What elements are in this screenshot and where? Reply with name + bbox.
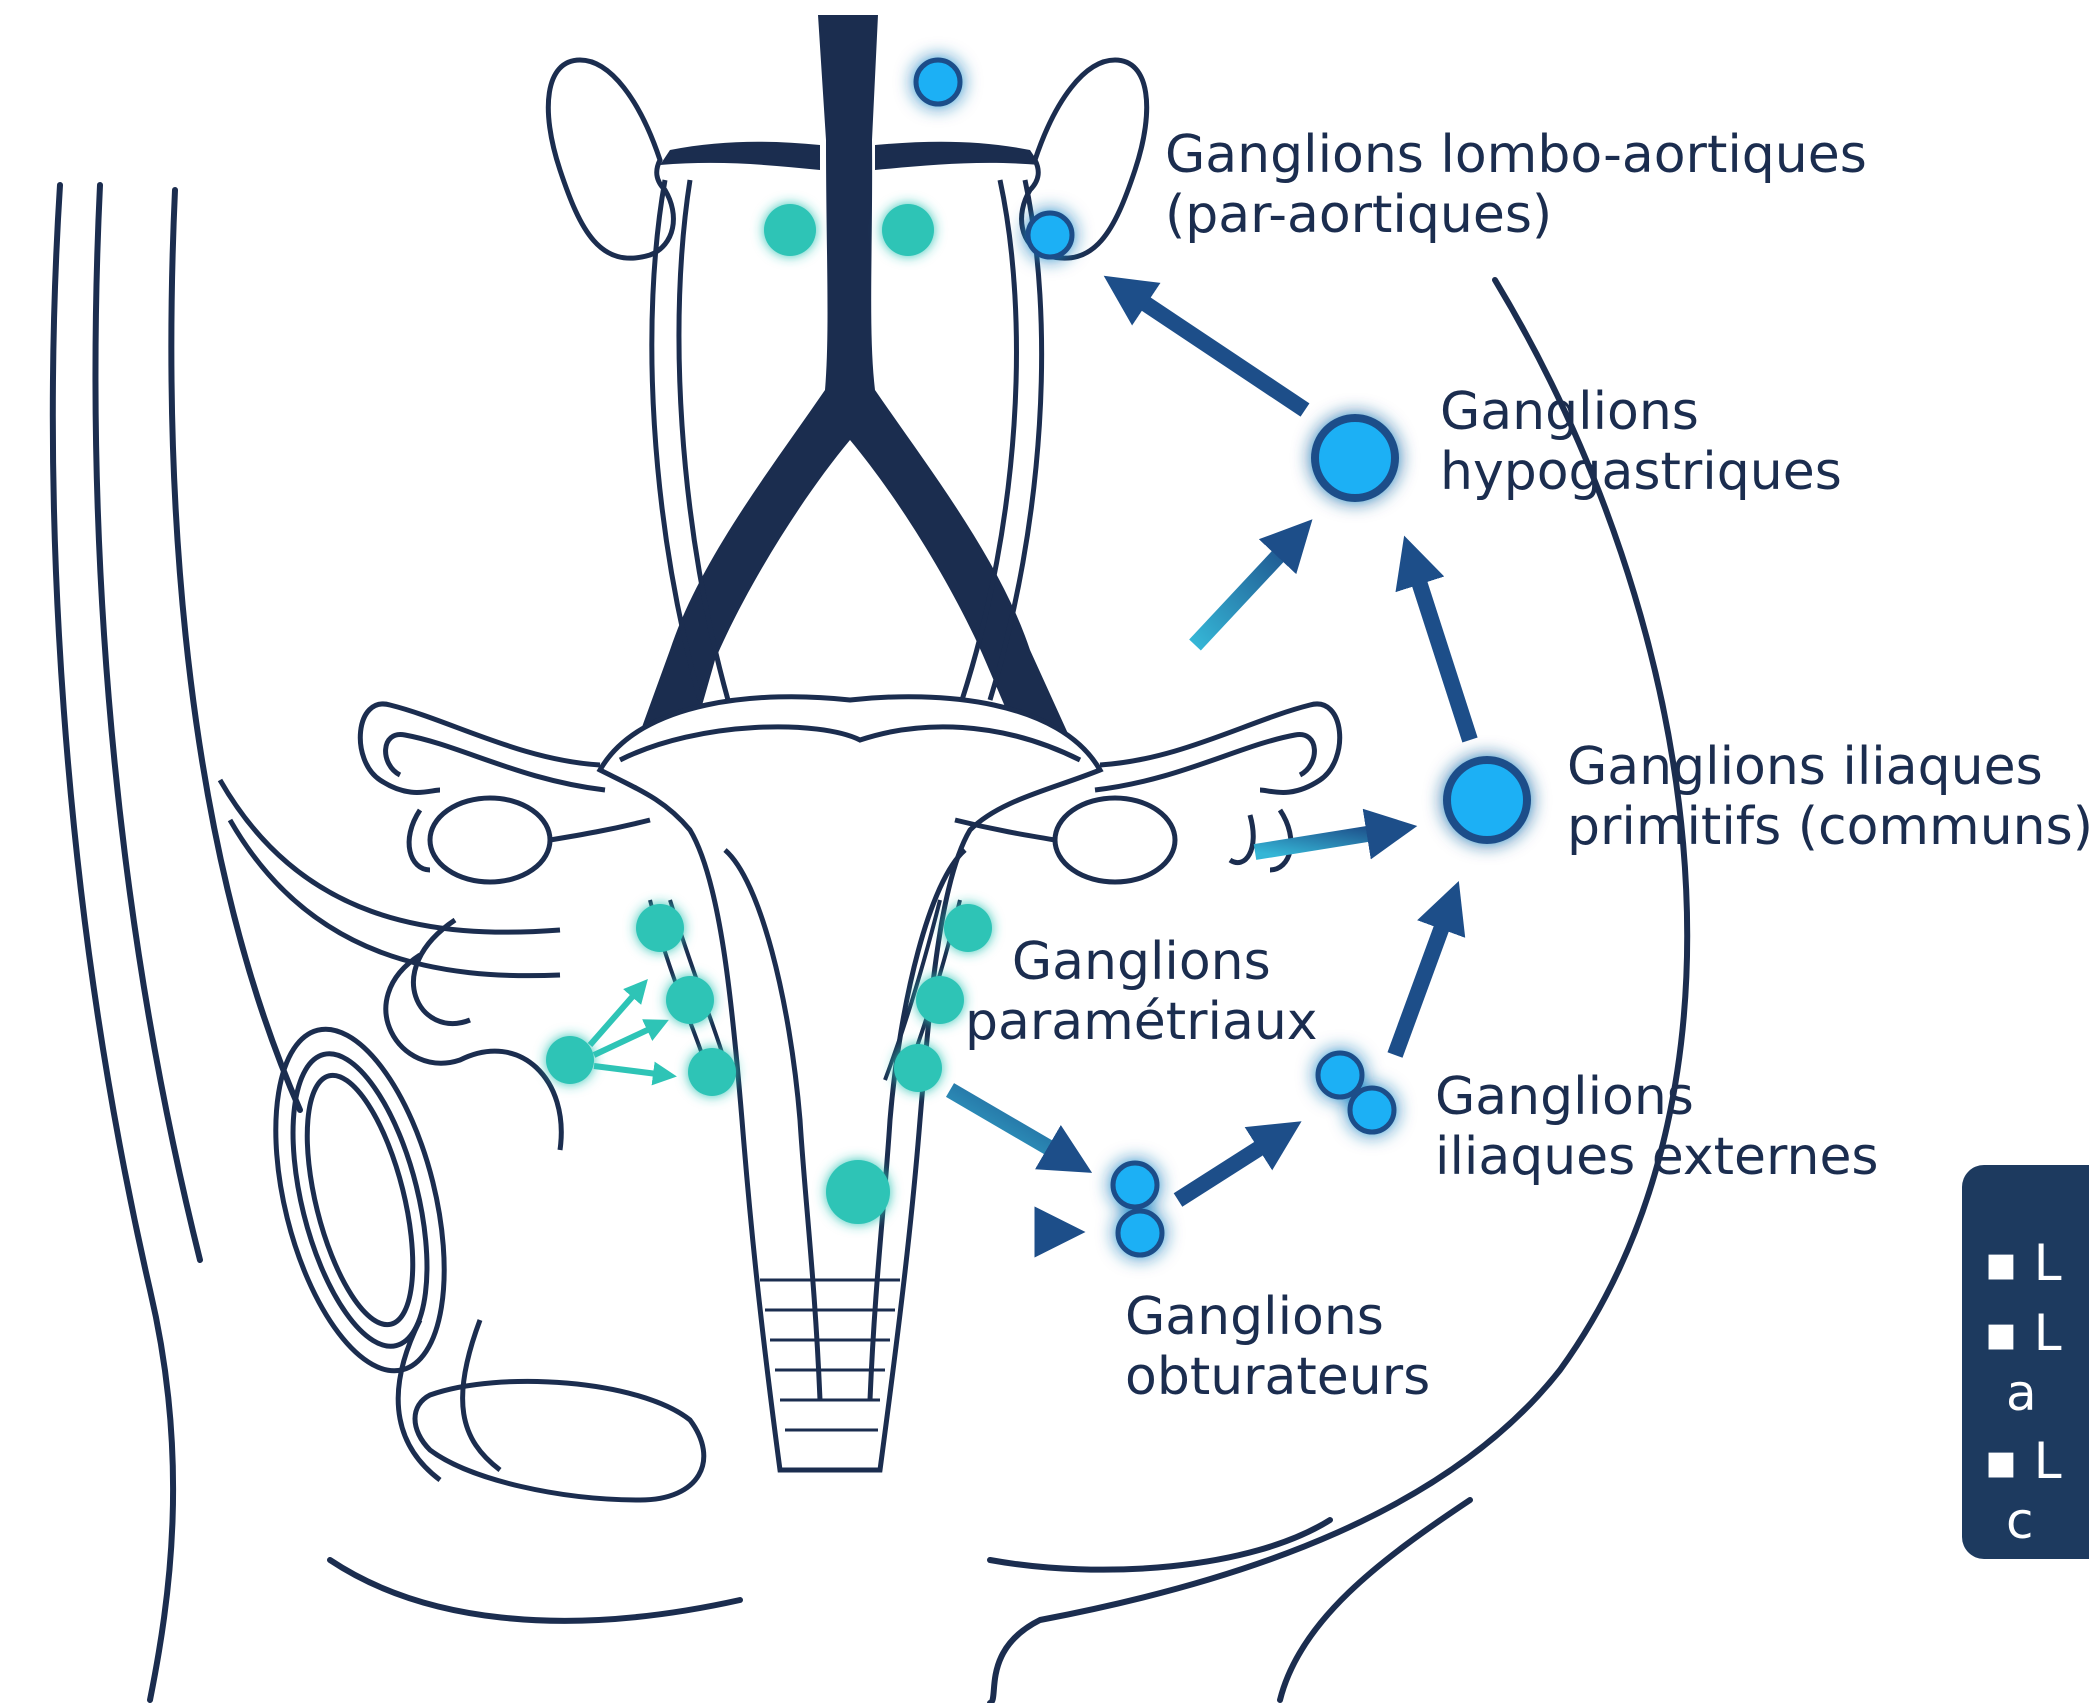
common-iliac-node: [1447, 760, 1527, 840]
info-box: ▪ L ▪ L a ▪ L c: [1962, 1165, 2089, 1559]
label-iliaques-externes-line2: iliaques externes: [1435, 1127, 1879, 1187]
label-obturateurs-line2: obturateurs: [1125, 1347, 1430, 1407]
label-obturateurs-line1: Ganglions: [1125, 1287, 1430, 1347]
parametrial-node-left-1: [636, 904, 684, 952]
arrow-to-lombo-aortic: [1125, 290, 1305, 410]
left-kidney: [548, 60, 673, 258]
hypogastric-node: [1315, 418, 1395, 498]
label-lombo-aortiques-line2: (par-aortiques): [1165, 185, 1867, 245]
info-line-3: a: [2006, 1365, 2037, 1421]
label-parametriaux: Ganglions paramétriaux: [965, 932, 1318, 1052]
label-hypogastriques-line2: hypogastriques: [1440, 442, 1842, 502]
external-iliac-node-2: [1350, 1088, 1394, 1132]
arrow-external-to-iliac: [1395, 905, 1450, 1055]
info-line-5: c: [2006, 1493, 2034, 1549]
aorta: [630, 15, 1080, 765]
rectum: [220, 780, 561, 1480]
small-teal-arrows: [590, 988, 665, 1075]
label-lombo-aortiques-line1: Ganglions lombo-aortiques: [1165, 125, 1867, 185]
label-iliaques-primitifs-line2: primitifs (communs): [1567, 797, 2089, 857]
parametrial-node-right-3: [894, 1044, 942, 1092]
obturator-node-2: [1118, 1211, 1162, 1255]
parametrial-node-left-3: [688, 1048, 736, 1096]
label-iliaques-primitifs-line1: Ganglions iliaques: [1567, 737, 2089, 797]
parametrial-node-left-2: [666, 976, 714, 1024]
pubic-bone: [415, 1381, 704, 1500]
cervical-node: [826, 1160, 890, 1224]
label-hypogastriques: Ganglions hypogastriques: [1440, 382, 1842, 502]
parametrial-node-right-2: [916, 976, 964, 1024]
info-line-2: ▪ L: [1984, 1305, 2062, 1361]
label-iliaques-primitifs: Ganglions iliaques primitifs (communs): [1567, 737, 2089, 857]
para-aortic-node-right: [882, 204, 934, 256]
label-parametriaux-line2: paramétriaux: [965, 992, 1318, 1052]
lombo-aortic-node-kidney: [1028, 213, 1072, 257]
arrow-obturator-to-external: [1178, 1135, 1280, 1200]
label-lombo-aortiques: Ganglions lombo-aortiques (par-aortiques…: [1165, 125, 1867, 245]
info-line-4: ▪ L: [1984, 1433, 2062, 1489]
lombo-aortic-node-top: [916, 60, 960, 104]
label-parametriaux-line1: Ganglions: [965, 932, 1318, 992]
info-line-1: ▪ L: [1984, 1235, 2062, 1291]
uterus: [600, 697, 1100, 1470]
arrow-ovary-to-iliac: [1255, 830, 1392, 852]
arrow-iliac-to-hypogastric: [1412, 560, 1470, 740]
label-iliaques-externes: Ganglions iliaques externes: [1435, 1067, 1879, 1187]
arrow-parametrial-to-obturator: [950, 1090, 1070, 1160]
bladder: [245, 1012, 475, 1388]
para-aortic-node-left: [764, 204, 816, 256]
obturator-node-1: [1113, 1163, 1157, 1207]
label-iliaques-externes-line1: Ganglions: [1435, 1067, 1879, 1127]
label-hypogastriques-line1: Ganglions: [1440, 382, 1842, 442]
bladder-side-node: [546, 1036, 594, 1084]
arrow-tube-to-hypogastric: [1195, 538, 1295, 645]
external-iliac-node-1: [1318, 1053, 1362, 1097]
label-obturateurs: Ganglions obturateurs: [1125, 1287, 1430, 1407]
